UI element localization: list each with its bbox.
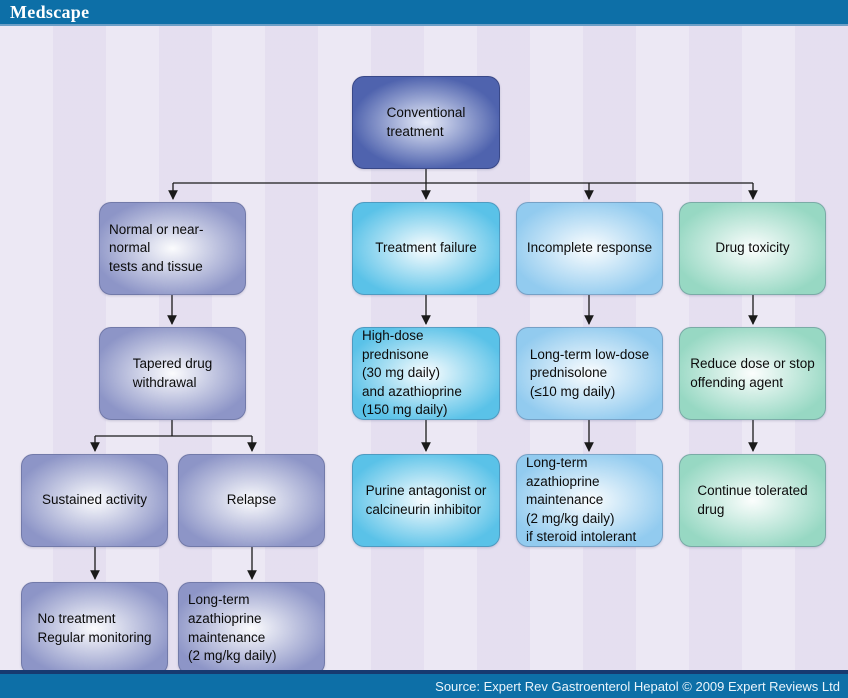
- medscape-logo: Medscape: [10, 1, 90, 22]
- node-label: Conventional treatment: [386, 104, 466, 139]
- node-label: Relapse: [226, 492, 277, 508]
- node-label: Continue tolerated drug: [697, 482, 808, 517]
- node-label: No treatment Regular monitoring: [37, 610, 152, 645]
- flow-node-drug-toxicity: Drug toxicity: [679, 202, 826, 295]
- node-label: Drug toxicity: [715, 240, 790, 256]
- flow-node-conventional-treatment: Conventional treatment: [352, 76, 500, 169]
- node-label: Normal or near-normal tests and tissue: [109, 221, 204, 274]
- node-label: Tapered drug withdrawal: [132, 355, 213, 390]
- header-bar: Medscape: [0, 0, 848, 26]
- node-label: Long-term low-dose prednisolone (≤10 mg …: [529, 346, 650, 399]
- node-label: Reduce dose or stop offending agent: [690, 355, 815, 390]
- node-label: Incomplete response: [526, 240, 653, 256]
- node-label: Long-term azathioprine maintenance (2 mg…: [188, 592, 277, 664]
- node-label: High-dose prednisone (30 mg daily) and a…: [362, 327, 462, 418]
- flow-node-reduce-dose-or-stop: Reduce dose or stop offending agent: [679, 327, 826, 420]
- flowchart-canvas: Conventional treatment Normal or near-no…: [0, 26, 848, 675]
- node-label: Treatment failure: [375, 240, 477, 256]
- flow-node-purine-antagonist: Purine antagonist or calcineurin inhibit…: [352, 454, 500, 547]
- flow-node-continue-tolerated-drug: Continue tolerated drug: [679, 454, 826, 547]
- flow-node-relapse: Relapse: [178, 454, 325, 547]
- node-label: Purine antagonist or calcineurin inhibit…: [365, 482, 487, 517]
- footer-bar: Source: Expert Rev Gastroenterol Hepatol…: [0, 670, 848, 698]
- flow-node-tapered-drug-withdrawal: Tapered drug withdrawal: [99, 327, 246, 420]
- flow-node-no-treatment-monitoring: No treatment Regular monitoring: [21, 582, 168, 675]
- flow-node-incomplete-response: Incomplete response: [516, 202, 663, 295]
- flow-node-azathioprine-maintenance: Long-term azathioprine maintenance (2 mg…: [178, 582, 325, 675]
- flow-node-normal-tests: Normal or near-normal tests and tissue: [99, 202, 246, 295]
- flow-node-sustained-activity: Sustained activity: [21, 454, 168, 547]
- flow-node-azathioprine-if-steroid-intolerant: Long-term azathioprine maintenance (2 mg…: [516, 454, 663, 547]
- flow-node-treatment-failure: Treatment failure: [352, 202, 500, 295]
- flow-node-long-term-low-dose-prednisolone: Long-term low-dose prednisolone (≤10 mg …: [516, 327, 663, 420]
- source-attribution: Source: Expert Rev Gastroenterol Hepatol…: [435, 678, 840, 694]
- node-label: Long-term azathioprine maintenance (2 mg…: [526, 454, 637, 545]
- node-label: Sustained activity: [41, 492, 148, 508]
- flow-node-high-dose-prednisone: High-dose prednisone (30 mg daily) and a…: [352, 327, 500, 420]
